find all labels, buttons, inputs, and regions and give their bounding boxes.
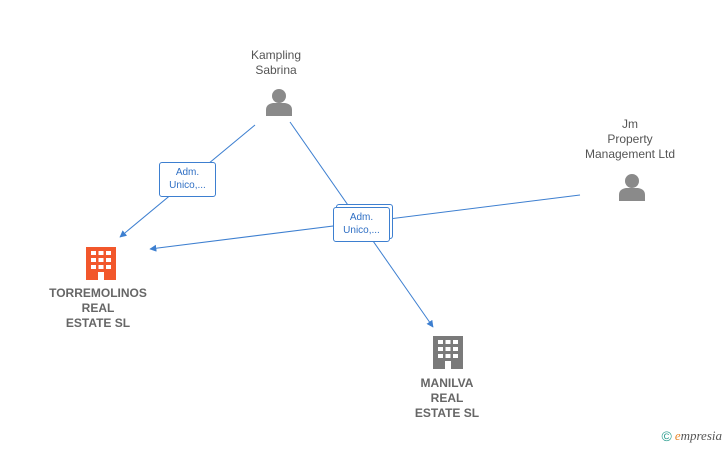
node-name-line: REAL xyxy=(81,301,115,315)
edge-label-line: Adm. xyxy=(175,167,200,178)
node-name-line: Management Ltd xyxy=(584,147,676,161)
edge-label-line: Adm. xyxy=(349,212,374,223)
empresia-watermark: © empresia xyxy=(661,428,722,444)
person-icon[interactable] xyxy=(619,174,645,201)
node-manilva-label[interactable]: MANILVA REAL ESTATE SL xyxy=(397,376,497,421)
person-icon[interactable] xyxy=(266,89,292,116)
node-name-line: ESTATE SL xyxy=(414,406,480,420)
edge-label-line: Unico,... xyxy=(343,225,380,236)
node-name-line: Jm xyxy=(622,117,638,131)
edge-label-line: Unico,... xyxy=(169,180,206,191)
brand-name: mpresia xyxy=(680,428,722,443)
node-kampling-label[interactable]: Kampling Sabrina xyxy=(226,48,326,78)
node-name-line: TORREMOLINOS xyxy=(49,286,147,300)
building-icon[interactable] xyxy=(86,247,116,280)
edge-label-center[interactable]: Adm. Unico,... xyxy=(333,207,390,242)
copyright-symbol: © xyxy=(661,428,672,444)
node-name-line: Sabrina xyxy=(255,63,297,77)
node-name-line: Kampling xyxy=(250,48,302,62)
node-name-line: Property xyxy=(607,132,653,146)
building-icon[interactable] xyxy=(433,336,463,369)
edge-label-left[interactable]: Adm. Unico,... xyxy=(159,162,216,197)
brand-logo: empresia xyxy=(675,428,722,444)
brand-initial: e xyxy=(674,428,681,443)
node-jm-label[interactable]: Jm Property Management Ltd xyxy=(570,117,690,162)
node-name-line: ESTATE SL xyxy=(65,316,131,330)
node-name-line: MANILVA xyxy=(420,376,474,390)
node-name-line: REAL xyxy=(430,391,464,405)
node-torremolinos-label[interactable]: TORREMOLINOS REAL ESTATE SL xyxy=(38,286,158,331)
